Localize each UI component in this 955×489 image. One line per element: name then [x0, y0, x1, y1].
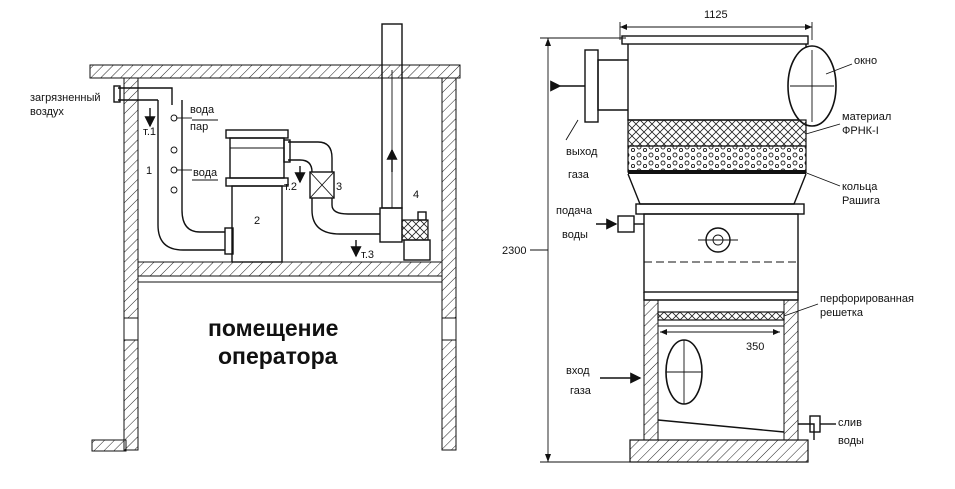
grate-label-2: решетка — [820, 307, 864, 319]
label-number-1: 1 — [146, 165, 152, 177]
right-labels: окно материал ФРНК-I выход газа кольца Р… — [556, 55, 914, 447]
left-labels: загрязненный воздух т.1 вода пар 1 вода … — [30, 92, 419, 369]
material-label-2: ФРНК-I — [842, 125, 879, 137]
leader-lines — [565, 63, 853, 317]
scrubber-unit-2 — [225, 129, 289, 263]
label-number-2: 2 — [254, 215, 260, 227]
drain-label-2: воды — [838, 435, 864, 447]
dimension-height: 2300 — [502, 37, 632, 463]
steam-label: пар — [190, 121, 208, 133]
gas-out-label-2: газа — [568, 169, 590, 181]
point-t2-label: т.2 — [284, 181, 297, 193]
water-label-mid: вода — [193, 167, 218, 179]
column-lower: 350 — [600, 292, 836, 463]
grate-label-1: перфорированная — [820, 293, 914, 305]
gas-in-label-2: газа — [570, 385, 592, 397]
label-number-3: 3 — [336, 181, 342, 193]
inlet-duct — [113, 85, 234, 255]
water-in-label-1: подача — [556, 205, 593, 217]
dimension-width-value: 1125 — [704, 9, 728, 21]
gas-out-label-1: выход — [566, 146, 598, 158]
column-upper — [550, 35, 837, 215]
polluted-air-label-1: загрязненный — [30, 92, 101, 104]
left-scheme: загрязненный воздух т.1 вода пар 1 вода … — [30, 23, 461, 452]
raschig-label-2: Рашига — [842, 195, 881, 207]
water-label-top: вода — [190, 104, 215, 116]
point-t3-label: т.3 — [361, 249, 374, 261]
water-in-label-2: воды — [562, 229, 588, 241]
column-middle — [596, 213, 799, 293]
point-t1-label: т.1 — [143, 126, 156, 138]
operator-room-label-2: оператора — [218, 343, 338, 369]
outlet-duct — [283, 139, 380, 258]
polluted-air-label-2: воздух — [30, 106, 64, 118]
label-number-4: 4 — [413, 189, 419, 201]
operator-room-label-1: помещение — [208, 315, 338, 341]
gas-in-label-1: вход — [566, 365, 590, 377]
dimension-width: 1125 — [619, 9, 813, 40]
dimension-height-value: 2300 — [502, 245, 526, 257]
fan-and-stack — [379, 23, 431, 261]
dimension-grate-value: 350 — [746, 341, 764, 353]
window-label: окно — [854, 55, 877, 67]
right-drawing: 1125 2300 — [502, 9, 914, 463]
building-walls — [89, 64, 461, 452]
drain-label-1: слив — [838, 417, 862, 429]
material-label-1: материал — [842, 111, 891, 123]
raschig-label-1: кольца — [842, 181, 878, 193]
